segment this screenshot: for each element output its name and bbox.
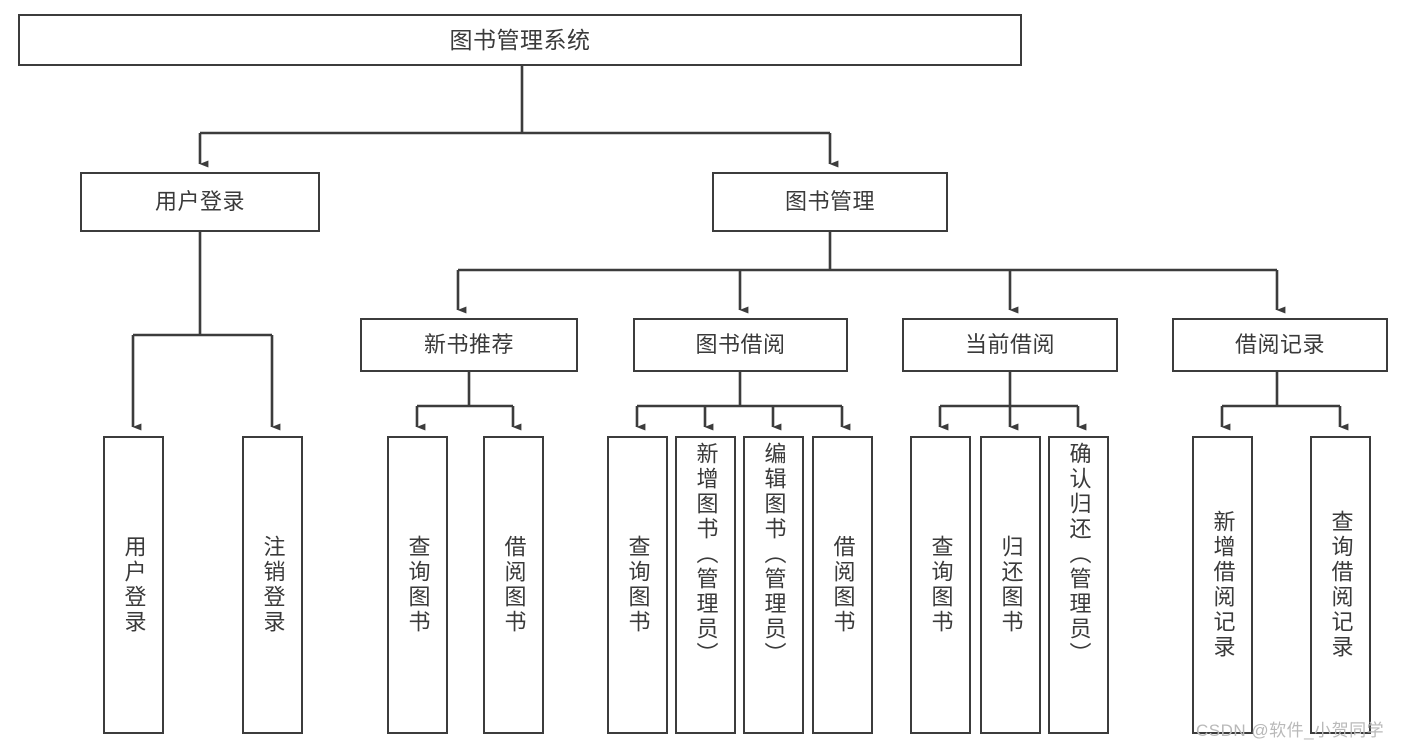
node-label: 查询图书 <box>625 535 651 635</box>
node-label: 查询图书 <box>405 535 431 635</box>
node-current-borrow[interactable]: 当前借阅 <box>902 318 1118 372</box>
node-new-book-recommend[interactable]: 新书推荐 <box>360 318 578 372</box>
node-leaf-query-book-recommend[interactable]: 查询图书 <box>387 436 448 734</box>
node-borrow-record[interactable]: 借阅记录 <box>1172 318 1388 372</box>
node-leaf-query-borrow-record[interactable]: 查询借阅记录 <box>1310 436 1371 734</box>
csdn-watermark: CSDN @软件_小贺同学 <box>1196 721 1385 740</box>
node-label: 查询借阅记录 <box>1328 510 1354 660</box>
node-leaf-user-logout[interactable]: 注销登录 <box>242 436 303 734</box>
node-label: 编辑图书（管理员） <box>761 442 787 667</box>
node-leaf-query-book-borrow[interactable]: 查询图书 <box>607 436 668 734</box>
node-root-book-management-system[interactable]: 图书管理系统 <box>18 14 1022 66</box>
node-label: 新增借阅记录 <box>1210 510 1236 660</box>
node-leaf-borrow-book-borrow[interactable]: 借阅图书 <box>812 436 873 734</box>
node-leaf-add-borrow-record[interactable]: 新增借阅记录 <box>1192 436 1253 734</box>
node-book-borrow[interactable]: 图书借阅 <box>633 318 848 372</box>
node-leaf-borrow-book-recommend[interactable]: 借阅图书 <box>483 436 544 734</box>
node-label: 注销登录 <box>260 535 286 635</box>
node-label: 新书推荐 <box>423 332 514 358</box>
node-leaf-confirm-return-admin[interactable]: 确认归还（管理员） <box>1048 436 1109 734</box>
node-leaf-add-book-admin[interactable]: 新增图书（管理员） <box>675 436 736 734</box>
node-label: 借阅图书 <box>501 535 527 635</box>
node-leaf-edit-book-admin[interactable]: 编辑图书（管理员） <box>743 436 804 734</box>
node-label: 借阅记录 <box>1234 332 1325 358</box>
node-label: 确认归还（管理员） <box>1066 442 1092 667</box>
node-leaf-query-book-current[interactable]: 查询图书 <box>910 436 971 734</box>
node-label: 当前借阅 <box>964 332 1055 358</box>
node-book-management[interactable]: 图书管理 <box>712 172 948 232</box>
node-label: 归还图书 <box>998 535 1024 635</box>
node-label: 新增图书（管理员） <box>693 442 719 667</box>
node-label: 用户登录 <box>121 535 147 635</box>
node-label: 用户登录 <box>154 189 245 215</box>
node-label: 图书管理系统 <box>449 26 591 53</box>
node-leaf-return-book[interactable]: 归还图书 <box>980 436 1041 734</box>
node-label: 借阅图书 <box>830 535 856 635</box>
node-label: 图书借阅 <box>695 332 786 358</box>
node-label: 查询图书 <box>928 535 954 635</box>
node-leaf-user-login[interactable]: 用户登录 <box>103 436 164 734</box>
node-user-login[interactable]: 用户登录 <box>80 172 320 232</box>
node-label: 图书管理 <box>784 189 875 215</box>
